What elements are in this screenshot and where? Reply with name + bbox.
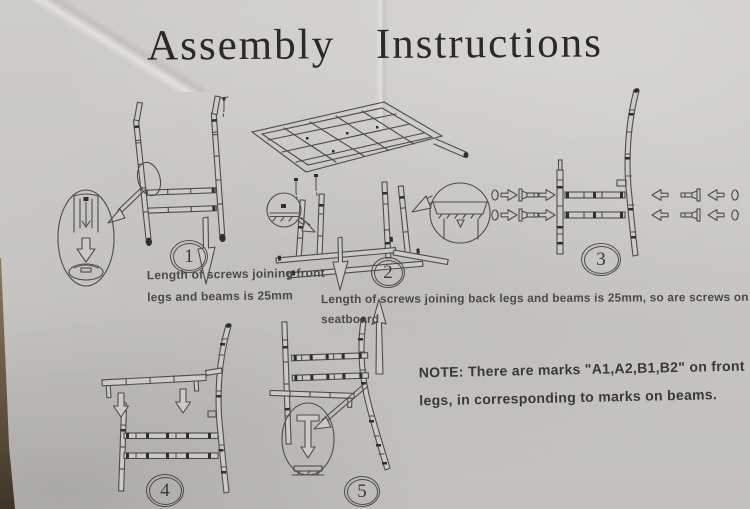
leader-arrow <box>107 186 146 224</box>
front-leg-left <box>132 101 152 247</box>
note-text: NOTE: There are marks "A1,A2,B1,B2" on f… <box>418 357 745 409</box>
down-arrow-icon <box>112 392 130 418</box>
screw-detail-inset <box>281 402 335 476</box>
back-leg <box>616 88 640 257</box>
fasteners-right <box>651 188 739 222</box>
table-edge <box>0 258 15 509</box>
step4-diagram <box>101 323 232 494</box>
screw-detail-inset <box>57 189 115 287</box>
front-leg-right <box>210 95 226 243</box>
beams <box>143 187 217 214</box>
screw-icon <box>219 96 229 119</box>
step2-diagram <box>250 101 491 291</box>
step-1-number: 1 <box>170 240 208 273</box>
spear-down-arrow-icon <box>332 236 349 291</box>
down-arrow-icon <box>174 388 192 414</box>
bracket <box>616 179 627 187</box>
step-3-number: 3 <box>581 243 621 276</box>
screw-down-arrow-icon <box>296 414 320 459</box>
beams <box>564 191 626 219</box>
screw-icon <box>294 174 318 201</box>
seatboard <box>250 101 469 173</box>
step5-diagram <box>269 298 391 476</box>
back-leg <box>358 317 391 471</box>
front-leg <box>281 321 292 445</box>
step1-diagram <box>57 95 229 287</box>
front-leg <box>556 159 564 255</box>
back-leg <box>207 323 232 494</box>
seat-edge <box>269 389 355 408</box>
beams <box>123 432 219 460</box>
step-2-caption: Length of screws joining back legs and b… <box>320 289 749 327</box>
joint-highlight-ellipse <box>136 161 162 197</box>
step-1-caption: Length of screws joining front legs and … <box>146 265 325 304</box>
page-title: Assembly Instructions <box>146 19 604 70</box>
fasteners-left <box>491 188 556 222</box>
step-2-number: 2 <box>371 257 405 288</box>
step-4-number: 4 <box>146 474 184 507</box>
seat-detail-inset-right <box>411 182 491 244</box>
screw-detail-inset-left <box>266 192 316 233</box>
down-arrow-icon <box>76 237 96 263</box>
beams <box>291 352 370 382</box>
leader-arrow <box>313 383 368 430</box>
bracket <box>207 410 217 418</box>
seat <box>101 367 223 399</box>
step-5-number: 5 <box>344 476 380 507</box>
step3-diagram <box>491 88 739 257</box>
spear-up-arrow-icon <box>371 298 387 375</box>
